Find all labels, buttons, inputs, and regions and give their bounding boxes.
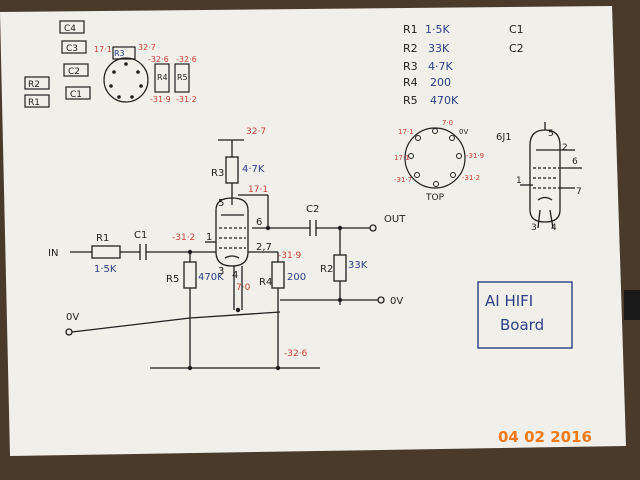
label-r4: R4 — [259, 277, 272, 288]
part-r1: R1 — [28, 98, 40, 108]
socket-top-val-6: -31·2 — [462, 174, 480, 182]
socket-small-pin1-v: 17·1 — [94, 45, 112, 54]
label-r5: R5 — [166, 274, 179, 285]
label-c2: C2 — [306, 204, 319, 215]
volt-heater: 7·0 — [236, 283, 251, 293]
socket-top-val-3: 17·1 — [394, 154, 410, 162]
label-r3-val: 4·7K — [242, 164, 265, 175]
volt-bottom: -32·6 — [284, 349, 308, 359]
binder-clip — [624, 290, 640, 320]
part-c4: C4 — [64, 24, 76, 34]
label-pin6: 6 — [256, 217, 262, 228]
list-r1-val: 1·5K — [425, 23, 450, 36]
list-r5-ref: R5 — [403, 94, 418, 107]
part-box-c3 — [61, 40, 87, 54]
socket-top-val-1: 7·0 — [442, 119, 453, 127]
tube-outline — [520, 122, 582, 229]
tube-pin-2: 2 — [562, 143, 568, 153]
label-pin5: 5 — [218, 198, 224, 209]
board-label-line2: Board — [500, 316, 544, 334]
label-pin4: 4 — [232, 270, 238, 281]
list-r2-ref: R2 — [403, 42, 418, 55]
list-r2-val: 33K — [428, 42, 450, 55]
list-r1-ref: R1 — [403, 23, 418, 36]
tube-pin-1: 1 — [516, 176, 522, 186]
part-r2: R2 — [28, 80, 40, 90]
socket-small-val-3: -31·9 — [150, 95, 171, 104]
label-pin1: 1 — [206, 232, 212, 243]
socket-small-pin7-v: 32·7 — [138, 43, 156, 52]
list-r5-val: 470K — [430, 94, 459, 107]
board-label-line1: AI HIFI — [485, 292, 533, 310]
list-c1: C1 — [509, 23, 524, 36]
label-c1: C1 — [134, 230, 147, 241]
part-box-c4 — [59, 20, 85, 34]
tube-pin-5: 5 — [548, 129, 554, 139]
socket-small-val-2: -32·6 — [176, 55, 197, 64]
socket-small-r4-box — [154, 63, 170, 93]
volt-top: 32·7 — [246, 127, 266, 137]
list-r4-val: 200 — [430, 76, 451, 89]
tube-pin-6: 6 — [572, 157, 578, 167]
socket-small-r5-box — [174, 63, 190, 93]
socket-top-val-7: -31·7 — [394, 176, 412, 184]
label-0v-left: 0V — [66, 312, 79, 323]
list-r4-ref: R4 — [403, 76, 418, 89]
part-c1: C1 — [70, 90, 82, 100]
socket-top-val-4: 0V — [459, 128, 468, 136]
label-pin3: 3 — [218, 266, 224, 277]
list-r3-ref: R3 — [403, 60, 418, 73]
socket-small-val-1: -32·6 — [148, 55, 169, 64]
part-c2: C2 — [68, 67, 80, 77]
label-in: IN — [48, 248, 58, 259]
label-r5-val: 470K — [198, 272, 224, 283]
schematic-wires — [65, 139, 385, 369]
socket-top-val-2: 17·1 — [398, 128, 414, 136]
socket-small-val-4: -31·2 — [176, 95, 197, 104]
part-box-r1 — [24, 94, 50, 108]
paper-sheet — [0, 6, 626, 456]
socket-small-r4: R4 — [157, 73, 168, 82]
part-box-c1 — [65, 86, 91, 100]
volt-cathode: -31·9 — [278, 251, 302, 261]
label-pin27: 2,7 — [256, 242, 272, 253]
label-out: OUT — [384, 214, 406, 225]
label-r4-val: 200 — [287, 272, 306, 283]
label-r2: R2 — [320, 264, 333, 275]
list-r3-val: 4·7K — [428, 60, 453, 73]
tube-pin-3: 3 — [531, 223, 537, 233]
socket-top-title: TOP — [425, 193, 445, 203]
label-r2-val: 33K — [348, 260, 368, 271]
volt-anode: 17·1 — [248, 185, 268, 195]
part-box-r2 — [24, 76, 50, 90]
date-stamp: 04 02 2016 — [498, 428, 592, 446]
label-0v-right: 0V — [390, 296, 403, 307]
socket-top-val-5: -31·9 — [466, 152, 484, 160]
tube-pin-7: 7 — [576, 187, 582, 197]
tube-name: 6J1 — [496, 132, 512, 143]
socket-small-r5: R5 — [177, 73, 188, 82]
socket-small-outline — [103, 57, 149, 103]
part-c3: C3 — [66, 44, 78, 54]
part-box-c2 — [63, 63, 89, 77]
label-r1: R1 — [96, 233, 109, 244]
list-c2: C2 — [509, 42, 524, 55]
board-label-box — [477, 281, 573, 349]
socket-small-r3: R3 — [114, 49, 125, 58]
label-r1-val: 1·5K — [94, 264, 117, 275]
volt-grid: -31·2 — [172, 233, 195, 243]
tube-pin-4: 4 — [551, 223, 557, 233]
socket-small-r3-box — [112, 46, 136, 60]
label-r3: R3 — [211, 168, 224, 179]
